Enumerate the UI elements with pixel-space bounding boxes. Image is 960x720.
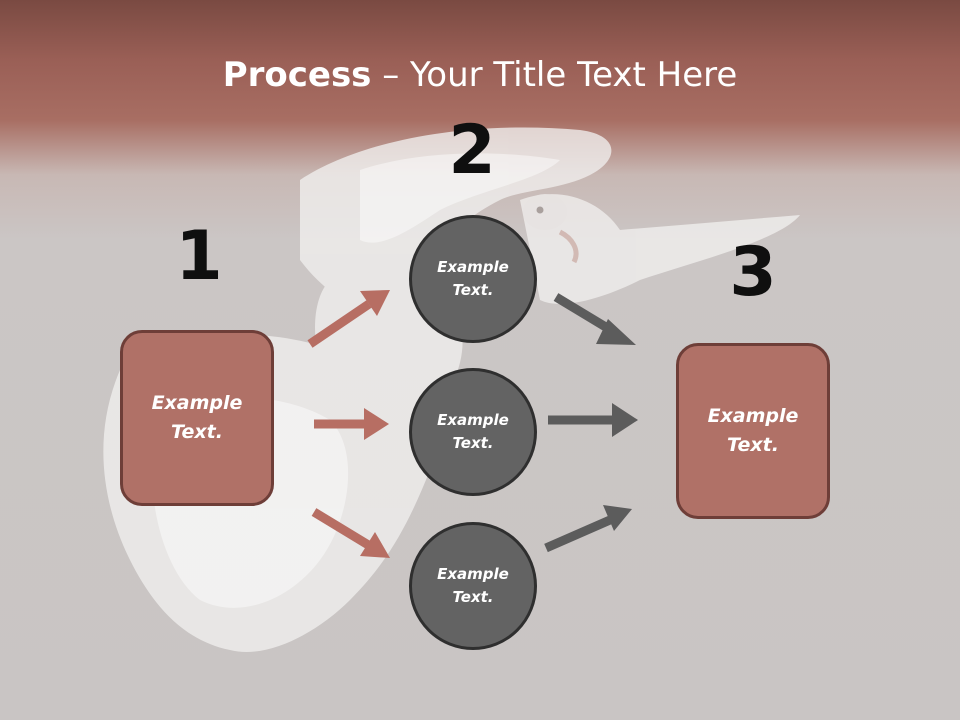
step-number-3: 3 (729, 233, 777, 312)
title-bold: Process (222, 55, 372, 95)
circle-bottom-text: Example Text. (437, 565, 509, 606)
arrow-top-to-right (553, 293, 636, 345)
arrow-left-to-middle (314, 408, 389, 440)
step-number-2: 2 (448, 111, 496, 190)
circle-middle-text: Example Text. (437, 411, 509, 452)
arrow-left-to-top (307, 290, 390, 348)
left-box-text: Example Text. (151, 392, 243, 443)
arrow-middle-to-right (548, 403, 638, 437)
left-step-box: Example Text. (120, 330, 274, 506)
arrow-bottom-to-right (544, 505, 632, 553)
arrow-left-to-bottom (311, 508, 390, 558)
circle-middle: Example Text. (409, 368, 537, 496)
slide-title: Process – Your Title Text Here (0, 50, 960, 100)
step-number-1: 1 (175, 217, 223, 296)
circle-top-text: Example Text. (437, 258, 509, 299)
right-step-box: Example Text. (676, 343, 830, 519)
circle-bottom: Example Text. (409, 522, 537, 650)
right-box-text: Example Text. (707, 405, 799, 456)
circle-top: Example Text. (409, 215, 537, 343)
title-rest: – Your Title Text Here (371, 55, 738, 95)
